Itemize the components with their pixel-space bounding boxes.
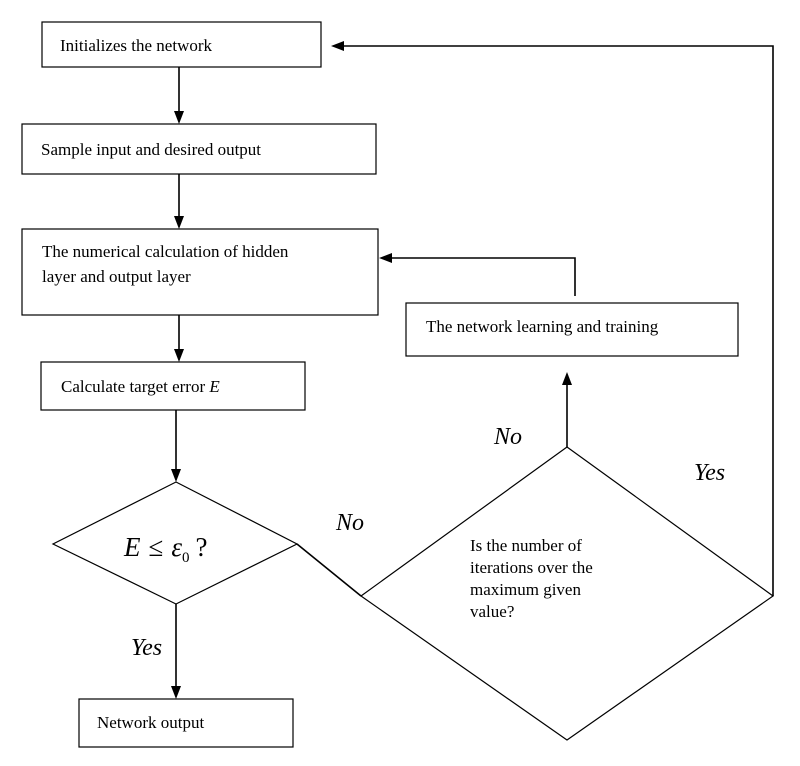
edge-sample-to-calc-arrowhead	[174, 216, 184, 229]
label-d1-no: No	[335, 510, 364, 536]
edge-decision-no-to-iterations	[296, 543, 362, 597]
edge-training-to-calc	[392, 257, 576, 296]
sample-box	[21, 123, 377, 175]
label-d2-no: No	[493, 424, 522, 450]
training-label: The network learning and training	[426, 317, 659, 336]
edge-init-to-sample-arrowhead	[174, 111, 184, 124]
decision-error-lhs: E	[123, 532, 141, 562]
target-label-text: Calculate target error	[61, 377, 209, 396]
decision-error-var: ε	[171, 532, 182, 562]
sample-label: Sample input and desired output	[41, 140, 261, 159]
target-box	[40, 361, 306, 411]
decision-iterations-line4: value?	[470, 602, 514, 621]
edge-iterations-yes-to-init	[344, 45, 774, 596]
edge-iterations-no-to-training-arrowhead	[562, 372, 572, 385]
label-d2-yes: Yes	[694, 460, 725, 486]
decision-iterations-line1: Is the number of	[470, 536, 582, 555]
edge-decision-to-output-arrowhead	[171, 686, 181, 699]
decision-error-label: E ≤ε0?	[123, 532, 207, 566]
calc-label-line1: The numerical calculation of hidden	[42, 242, 289, 261]
decision-error-q: ?	[195, 532, 207, 562]
output-box	[78, 698, 294, 748]
decision-error-op: ≤	[149, 532, 164, 562]
target-label: Calculate target error E	[61, 377, 220, 396]
edge-iterations-yes-to-init-arrowhead	[331, 41, 344, 51]
target-label-var: E	[208, 377, 220, 396]
label-d1-yes: Yes	[131, 635, 162, 661]
edge-training-to-calc-arrowhead	[379, 253, 392, 263]
decision-iterations-line2: iterations over the	[470, 558, 593, 577]
calc-box	[21, 228, 379, 316]
init-label: Initializes the network	[60, 36, 213, 55]
calc-label-line2: layer and output layer	[42, 267, 191, 286]
decision-iterations-diamond	[359, 446, 775, 741]
training-box	[405, 302, 739, 357]
init-box	[41, 21, 322, 68]
edge-calc-to-target-arrowhead	[174, 349, 184, 362]
output-label: Network output	[97, 713, 204, 732]
edge-target-to-decision-arrowhead	[171, 469, 181, 482]
decision-error-sub: 0	[182, 550, 190, 566]
decision-iterations-line3: maximum given	[470, 580, 581, 599]
